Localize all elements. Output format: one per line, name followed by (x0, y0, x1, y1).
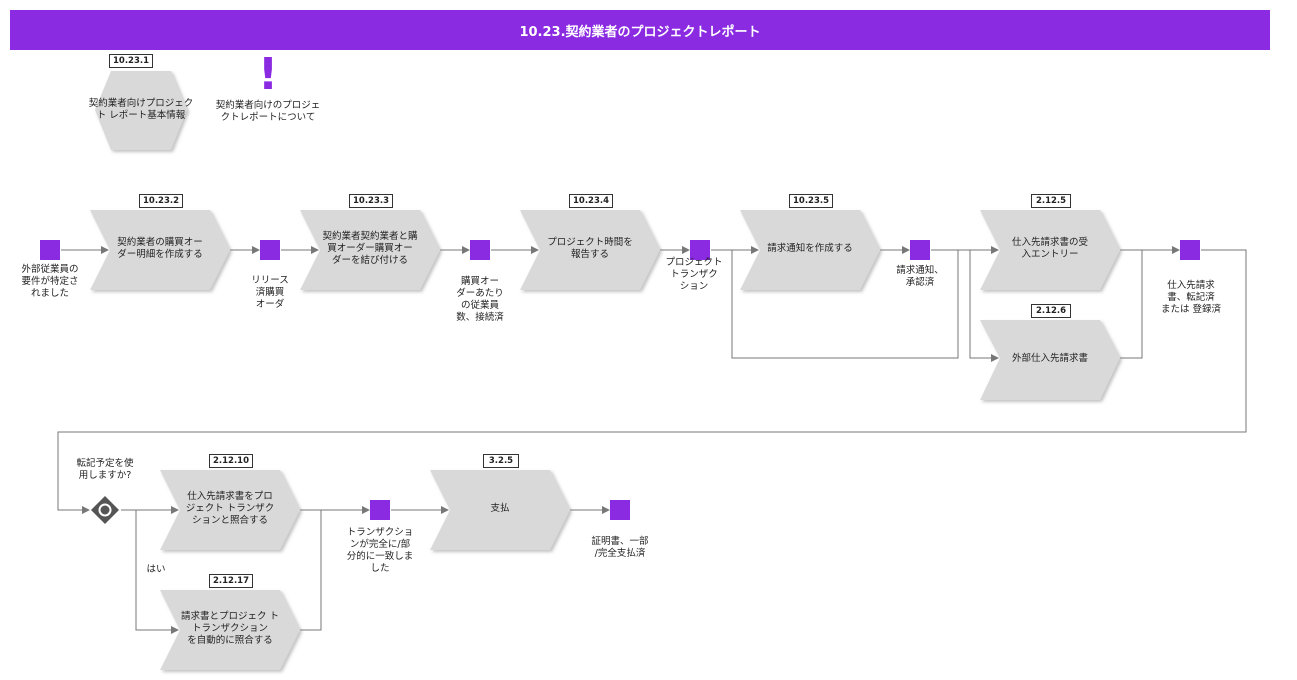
event-square-e5[interactable] (910, 240, 930, 260)
process-label-p6: 外部仕入先請求書 (1011, 353, 1088, 364)
process-shape-p6[interactable] (980, 320, 1120, 400)
gateway-yes-label: はい (146, 564, 166, 575)
event-label-e7: トランザクショ ンが完全に/部 分的に一致しま した (346, 527, 414, 574)
gateway-question: 転記予定を使 用しますか? (76, 458, 134, 481)
process-shape-p9[interactable] (430, 470, 570, 550)
process-badge-p1: 10.23.2 (139, 194, 183, 208)
info-label: 契約業者向けのプロジェ クトレポートについて (215, 100, 321, 123)
process-badge-p8: 2.12.17 (209, 574, 253, 588)
hex-badge: 10.23.1 (109, 54, 153, 68)
process-label-p2: 契約業者契約業者と購 買オーダー購買オー ダーを結び付ける (322, 231, 418, 266)
event-label-e8: 証明書、一部 /完全支払済 (591, 536, 649, 559)
process-badge-p3: 10.23.4 (569, 194, 613, 208)
process-shape-p8[interactable] (160, 590, 300, 670)
connectors (57, 246, 1247, 634)
process-badge-p2: 10.23.3 (349, 194, 393, 208)
process-shape-p3[interactable] (520, 210, 660, 290)
process-label-p7: 仕入先請求書をプロ ジェクト トランザク ションと照合する (185, 491, 275, 526)
event-label-e3: 購買オー ダーあたり の従業員 数、接続済 (456, 276, 504, 323)
event-square-e3[interactable] (470, 240, 490, 260)
process-label-p1: 契約業者の購買オー ダー明細を作成する (117, 237, 203, 260)
hexagon-process-interface[interactable] (95, 71, 187, 150)
process-shape-p5[interactable] (980, 210, 1120, 290)
event-square-e4[interactable] (690, 240, 710, 260)
event-label-e6: 仕入先請求 書、転記済 または 登録済 (1160, 280, 1222, 315)
event-square-e2[interactable] (260, 240, 280, 260)
exclamation-icon[interactable]: ! (258, 49, 279, 100)
event-square-e6[interactable] (1180, 240, 1200, 260)
connector (57, 249, 1247, 514)
process-badge-p5: 2.12.5 (1031, 194, 1071, 208)
process-label-p3: プロジェクト時間を 報告する (547, 237, 633, 260)
process-label-p4: 請求通知を作成する (767, 243, 853, 254)
process-label-p8: 請求書とプロジェク ト トランザクション を自動的に照合する (180, 611, 280, 646)
event-square-e1[interactable] (40, 240, 60, 260)
process-badge-p9: 3.2.5 (483, 454, 519, 468)
connector (969, 250, 999, 362)
gateway-diamond[interactable] (91, 496, 119, 524)
connector (135, 510, 179, 634)
event-label-e2: リリース 済購買 オーダ (251, 275, 289, 310)
event-label-e1: 外部従業員の 要件が特定さ れました (21, 264, 79, 299)
process-badge-p4: 10.23.5 (789, 194, 833, 208)
page-title: 10.23.契約業者のプロジェクトレポート (10, 10, 1270, 50)
connector (731, 250, 959, 359)
event-label-e5: 請求通知、 承認済 (896, 265, 944, 288)
process-shape-p2[interactable] (300, 210, 440, 290)
process-label-p5: 仕入先請求書の受 入エントリー (1011, 237, 1088, 260)
event-label-e4: プロジェクト トランザク ション (665, 257, 723, 292)
connector (300, 510, 322, 631)
process-label-p9: 支払 (490, 503, 510, 514)
process-shape-p4[interactable] (740, 210, 880, 290)
event-square-e7[interactable] (370, 500, 390, 520)
process-badge-p6: 2.12.6 (1031, 304, 1071, 318)
event-square-e8[interactable] (610, 500, 630, 520)
process-badge-p7: 2.12.10 (209, 454, 253, 468)
process-shape-p1[interactable] (90, 210, 230, 290)
process-shape-p7[interactable] (160, 470, 300, 550)
connector (1120, 250, 1143, 359)
hex-label: 契約業者向けプロジェク ト レポート基本情報 (88, 98, 194, 121)
